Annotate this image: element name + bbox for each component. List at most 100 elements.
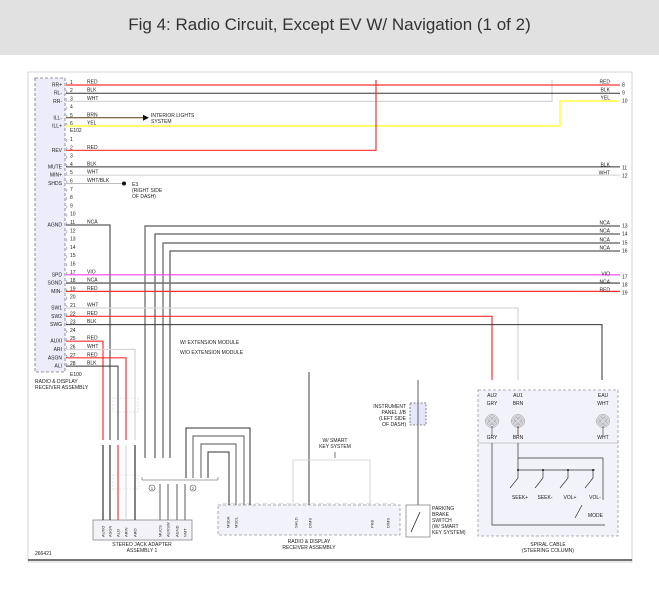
connector-b-wire-label: WHT xyxy=(87,344,98,350)
connector-b-pin-number: 16 xyxy=(70,262,76,268)
wire-auxi xyxy=(66,340,104,440)
right-pin-number: 11 xyxy=(622,166,627,172)
pin-terminal-icon xyxy=(65,205,68,209)
coil-icon xyxy=(489,418,495,424)
wire-loop-2 xyxy=(192,435,245,505)
figure-id: 266421 xyxy=(35,551,52,557)
connector-b-pin-name: AUXI xyxy=(50,339,62,345)
wire-nca-13 xyxy=(144,225,620,458)
pin-terminal-icon xyxy=(261,502,269,506)
connector-b-pin-name: MIN- xyxy=(51,289,62,295)
instrument-panel-jb-label: INSTRUMENT xyxy=(373,404,406,410)
connector-b-pin-number: 14 xyxy=(70,245,76,251)
figure-header: Fig 4: Radio Circuit, Except EV W/ Navig… xyxy=(0,0,659,55)
receiver-pin-label: MSDA xyxy=(226,516,231,528)
junction-icon xyxy=(592,469,594,471)
connector-a-pin-number: 5 xyxy=(70,113,73,119)
pin-terminal-icon xyxy=(277,502,285,506)
switch-contact-icon xyxy=(534,470,544,489)
connector-b-pin-number: 3 xyxy=(70,154,73,160)
diagram-frame xyxy=(27,71,633,563)
right-pin-number: 15 xyxy=(622,241,628,247)
junction-icon xyxy=(542,469,544,471)
connector-b-pin-number: 11 xyxy=(70,220,75,226)
right-wire-label: RED xyxy=(599,288,610,294)
smart-key-label: W/ SMART xyxy=(323,438,348,444)
wire-rev xyxy=(66,80,377,151)
parking-brake-label: (W/ SMART xyxy=(432,524,459,530)
parking-brake-label: BRAKE xyxy=(432,512,450,518)
connector-a-pin-number: 3 xyxy=(70,96,73,102)
receiver-bottom-connector xyxy=(217,504,401,536)
pin-terminal-icon xyxy=(317,502,325,506)
pin-terminal-icon xyxy=(65,296,68,300)
spiral-switch-label: VOL- xyxy=(589,495,601,501)
pin-terminal-icon xyxy=(65,230,68,234)
right-pin-number: 19 xyxy=(622,291,628,297)
wire-loop-4 xyxy=(207,451,230,505)
connector-a-wire-label: RED xyxy=(87,80,98,86)
receiver-pin-label: PKB xyxy=(370,520,375,528)
jack-pin-label: MUCS xyxy=(158,525,163,537)
right-pin-number: 10 xyxy=(622,99,628,105)
junction-icon xyxy=(567,469,569,471)
coil-icon xyxy=(598,416,608,426)
connector-b-wire-label: RED xyxy=(87,286,98,292)
pin-terminal-icon xyxy=(301,502,309,506)
connector-b-pin-name: ASGN xyxy=(48,355,63,361)
connector-b-wire-label: NCA xyxy=(87,278,98,284)
connector-b-pin-number: 6 xyxy=(70,179,73,185)
spiral-wire-label: GRY xyxy=(487,435,498,441)
connector-b-wire-label: BLK xyxy=(87,161,97,167)
receiver-bottom-label: RECEIVER ASSEMBLY xyxy=(282,545,336,551)
pin-terminal-icon xyxy=(221,502,229,506)
ground-e3-label: E3 xyxy=(132,182,138,188)
connector-a-wire-label: BRN xyxy=(87,112,98,118)
spiral-wire-label: BRN xyxy=(513,435,524,441)
right-wire-label: WHT xyxy=(599,171,610,177)
splice-bracket xyxy=(141,477,219,481)
wire-ari xyxy=(66,348,136,440)
connector-b-pin-number: 13 xyxy=(70,237,76,243)
wire-loop-3 xyxy=(200,443,237,505)
right-pin-number: 8 xyxy=(622,83,625,89)
connector-b-wire-label: BLK xyxy=(87,319,97,325)
pin-terminal-icon xyxy=(65,329,68,334)
pin-terminal-icon xyxy=(373,502,381,506)
connector-b-pin-number: 15 xyxy=(70,253,76,259)
connector-b-pin-number: 18 xyxy=(70,278,76,284)
connector-a-pin-name: RR+ xyxy=(52,83,62,89)
spiral-wire-label: GRY xyxy=(487,401,498,407)
connector-b-wire-label: NCA xyxy=(87,220,98,226)
receiver-pin-label: SHLD xyxy=(294,517,299,528)
right-wire-label: RED xyxy=(599,80,610,86)
connector-b-pin-number: 17 xyxy=(70,270,76,276)
pin-terminal-icon xyxy=(245,502,253,506)
connector-b-wire-label: WHT xyxy=(87,170,98,176)
interior-lights-label: SYSTEM xyxy=(151,119,172,125)
ground-e3-label: OF DASH) xyxy=(132,194,156,200)
pin-terminal-icon xyxy=(285,502,293,506)
jack-pin-label: ALO xyxy=(116,529,121,537)
stereo-jack-adapter-box xyxy=(92,519,193,541)
connector-b-pin-name: SW2 xyxy=(51,314,62,320)
connector-a-pin-number: 1 xyxy=(70,80,73,86)
wire-loop-1 xyxy=(185,427,251,505)
wire-sw2 xyxy=(66,315,493,380)
pin-terminal-icon xyxy=(269,502,277,506)
connector-b-pin-number: 8 xyxy=(70,195,73,201)
connector-a-pin-name: RL- xyxy=(54,91,62,97)
connector-b-wire-label: RED xyxy=(87,336,98,342)
wire-agnd xyxy=(66,224,111,440)
receiver-pin-label: MSCL xyxy=(234,516,239,528)
connector-a-wire-label: YEL xyxy=(87,121,97,127)
coil-icon xyxy=(490,419,494,423)
connector-b-pin-number: 5 xyxy=(70,170,73,176)
connector-b-wire-label: VIO xyxy=(87,269,96,275)
pin-terminal-icon xyxy=(341,502,349,506)
instrument-panel-jb-label: (LEFT SIDE xyxy=(379,416,407,422)
ground-e3-label: (RIGHT SIDE xyxy=(132,188,163,194)
right-pin-number: 9 xyxy=(622,91,625,97)
spiral-switch-label: SEEK- xyxy=(537,495,552,501)
pin-terminal-icon xyxy=(253,502,261,506)
